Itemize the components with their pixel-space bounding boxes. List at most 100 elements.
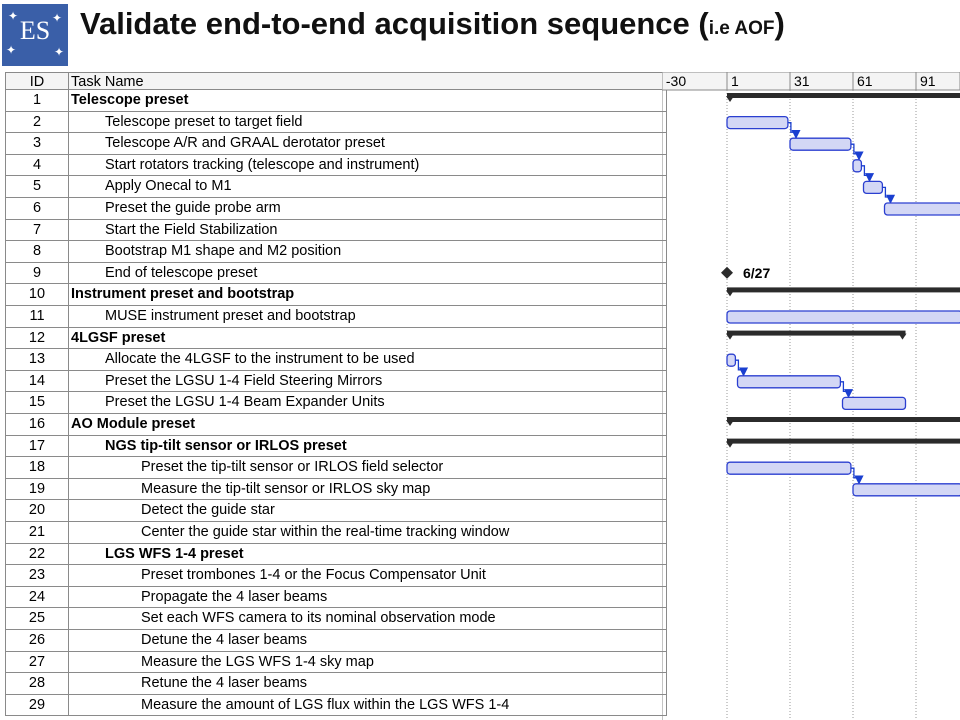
task-id[interactable]: 15	[5, 392, 69, 414]
task-bar	[852, 159, 863, 173]
task-id[interactable]: 24	[5, 586, 69, 609]
task-id[interactable]: 23	[5, 565, 69, 587]
summary-bar	[727, 93, 960, 98]
task-id[interactable]: 6	[5, 198, 69, 220]
task-id[interactable]: 20	[5, 500, 69, 522]
task-id[interactable]: 26	[5, 630, 69, 652]
summary-bar-start-cap	[726, 290, 734, 297]
task-id[interactable]: 13	[5, 349, 69, 371]
task-id[interactable]: 14	[5, 370, 69, 393]
timeline-header	[662, 72, 960, 91]
task-bar	[883, 202, 960, 216]
task-name[interactable]: Telescope preset to target field	[69, 111, 667, 134]
task-id[interactable]: 11	[5, 306, 69, 328]
summary-bar	[727, 417, 960, 422]
task-name[interactable]: Measure the LGS WFS 1-4 sky map	[69, 651, 667, 674]
milestone-diamond	[721, 266, 733, 279]
task-name[interactable]: Preset trombones 1-4 or the Focus Compen…	[69, 565, 667, 587]
dependency-arrow	[735, 359, 749, 377]
task-name[interactable]: Preset the guide probe arm	[69, 198, 667, 220]
task-bar	[841, 396, 907, 411]
task-name[interactable]: Center the guide star within the real-ti…	[69, 522, 667, 544]
task-id[interactable]: 17	[5, 435, 69, 458]
summary-bar-start-cap	[726, 420, 734, 426]
dependency-arrow	[850, 143, 864, 161]
task-name[interactable]: Detect the guide star	[69, 500, 667, 522]
task-name[interactable]: Set each WFS camera to its nominal obser…	[69, 608, 667, 630]
task-bar	[862, 180, 884, 195]
task-id[interactable]: 10	[5, 284, 69, 306]
star-icon: ✦	[52, 11, 63, 25]
star-icon: ✦	[6, 43, 17, 57]
dependency-arrow	[882, 186, 896, 204]
task-id[interactable]: 16	[5, 414, 69, 436]
page-title: Validate end-to-end acquisition sequence…	[80, 2, 785, 46]
task-id[interactable]: 28	[5, 673, 69, 695]
task-id[interactable]: 9	[5, 262, 69, 285]
task-id[interactable]: 19	[5, 478, 69, 501]
task-id[interactable]: 8	[5, 241, 69, 263]
task-name[interactable]: Start rotators tracking (telescope and i…	[69, 154, 667, 177]
column-header-id: ID	[5, 72, 69, 90]
milestone-label: 6/27	[743, 265, 770, 281]
task-name[interactable]: Retune the 4 laser beams	[69, 673, 667, 695]
task-name[interactable]: LGS WFS 1-4 preset	[69, 543, 667, 566]
task-bar	[852, 483, 960, 497]
task-name[interactable]: Preset the LGSU 1-4 Field Steering Mirro…	[69, 370, 667, 393]
task-name[interactable]: Bootstrap M1 shape and M2 position	[69, 241, 667, 263]
task-name[interactable]: Instrument preset and bootstrap	[69, 284, 667, 306]
task-id[interactable]: 1	[5, 90, 69, 112]
summary-bar-end-cap	[898, 333, 907, 340]
task-name[interactable]: Telescope preset	[69, 90, 667, 112]
summary-bar	[727, 287, 960, 293]
timeline-tick-label: 1	[731, 73, 739, 89]
task-bar	[726, 461, 852, 475]
task-name[interactable]: Apply Onecal to M1	[69, 176, 667, 198]
task-name[interactable]: Start the Field Stabilization	[69, 219, 667, 242]
task-name[interactable]: Preset the LGSU 1-4 Beam Expander Units	[69, 392, 667, 414]
star-icon: ✦	[8, 9, 19, 23]
title-main: Validate end-to-end acquisition sequence…	[80, 6, 709, 41]
task-name[interactable]: Preset the tip-tilt sensor or IRLOS fiel…	[69, 457, 667, 479]
task-name[interactable]: Propagate the 4 laser beams	[69, 586, 667, 609]
task-name[interactable]: Measure the tip-tilt sensor or IRLOS sky…	[69, 478, 667, 501]
task-id[interactable]: 3	[5, 133, 69, 155]
logo-text: ES	[19, 16, 51, 45]
task-name[interactable]: Allocate the 4LGSF to the instrument to …	[69, 349, 667, 371]
task-name[interactable]: AO Module preset	[69, 414, 667, 436]
task-name[interactable]: NGS tip-tilt sensor or IRLOS preset	[69, 435, 667, 458]
task-name[interactable]: End of telescope preset	[69, 262, 667, 285]
task-id[interactable]: 25	[5, 608, 69, 630]
timeline-tick-label: 91	[920, 73, 936, 89]
timeline-tick-label: 61	[857, 73, 873, 89]
task-id[interactable]: 21	[5, 522, 69, 544]
task-name[interactable]: MUSE instrument preset and bootstrap	[69, 306, 667, 328]
task-id[interactable]: 22	[5, 543, 69, 566]
task-name[interactable]: Detune the 4 laser beams	[69, 630, 667, 652]
task-id[interactable]: 27	[5, 651, 69, 674]
task-id[interactable]: 18	[5, 457, 69, 479]
summary-bar-start-cap	[726, 441, 734, 448]
task-id[interactable]: 12	[5, 327, 69, 350]
task-id[interactable]: 5	[5, 176, 69, 198]
task-id[interactable]: 29	[5, 694, 69, 717]
task-bar	[736, 375, 842, 389]
title-sub: i.e AOF	[708, 18, 775, 39]
summary-bar-start-cap	[726, 96, 734, 102]
task-name[interactable]: Telescope A/R and GRAAL derotator preset	[69, 133, 667, 155]
task-bar	[726, 310, 960, 324]
task-name[interactable]: 4LGSF preset	[69, 327, 667, 350]
column-header-task-name: Task Name	[69, 72, 667, 90]
summary-bar-start-cap	[726, 333, 734, 340]
task-bar	[726, 353, 737, 367]
task-id[interactable]: 2	[5, 111, 69, 134]
task-name[interactable]: Measure the amount of LGS flux within th…	[69, 694, 667, 717]
dependency-arrow	[861, 165, 875, 183]
task-id[interactable]: 7	[5, 219, 69, 242]
task-id[interactable]: 4	[5, 154, 69, 177]
title-close: )	[774, 6, 785, 41]
star-icon: ✦	[54, 45, 65, 59]
